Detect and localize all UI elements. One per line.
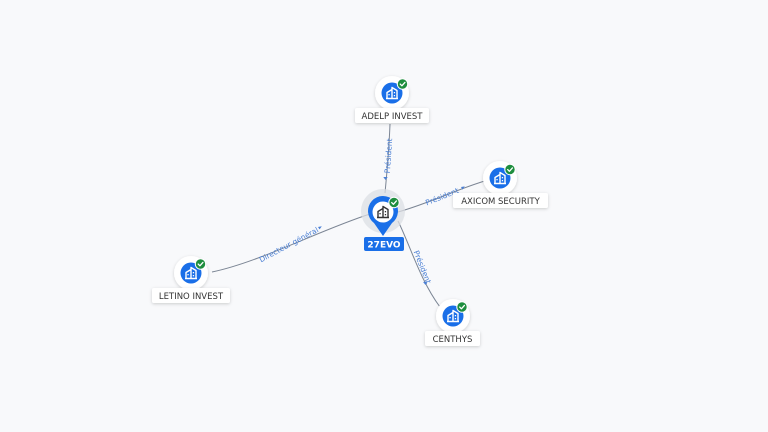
edge-adelp-center[interactable]: Président bbox=[383, 123, 394, 194]
center-label: 27EVO bbox=[367, 241, 400, 251]
node-label: LETINO INVEST bbox=[159, 292, 224, 302]
node-adelp-invest[interactable]: ADELP INVEST bbox=[355, 76, 429, 123]
verified-check-icon bbox=[388, 196, 400, 209]
verified-check-icon bbox=[504, 163, 516, 176]
verified-check-icon bbox=[194, 258, 207, 270]
edge-label: Directeur général bbox=[258, 225, 320, 264]
node-center-27evo[interactable]: 27EVO bbox=[361, 189, 405, 251]
building-icon bbox=[377, 205, 389, 219]
edge-centhys-center[interactable]: Président bbox=[397, 220, 441, 308]
node-letino-invest[interactable]: LETINO INVEST bbox=[152, 256, 230, 303]
verified-check-icon bbox=[396, 78, 409, 90]
node-label: CENTHYS bbox=[433, 335, 473, 345]
edge-letino-center[interactable]: Directeur général bbox=[211, 213, 371, 273]
node-label: AXICOM SECURITY bbox=[461, 197, 540, 207]
edge-label: Président bbox=[412, 249, 433, 285]
verified-check-icon bbox=[456, 301, 468, 313]
node-label: ADELP INVEST bbox=[362, 112, 424, 122]
node-centhys[interactable]: CENTHYS bbox=[425, 299, 480, 346]
edge-label: Président bbox=[383, 138, 394, 174]
node-axicom-security[interactable]: AXICOM SECURITY bbox=[453, 161, 548, 208]
